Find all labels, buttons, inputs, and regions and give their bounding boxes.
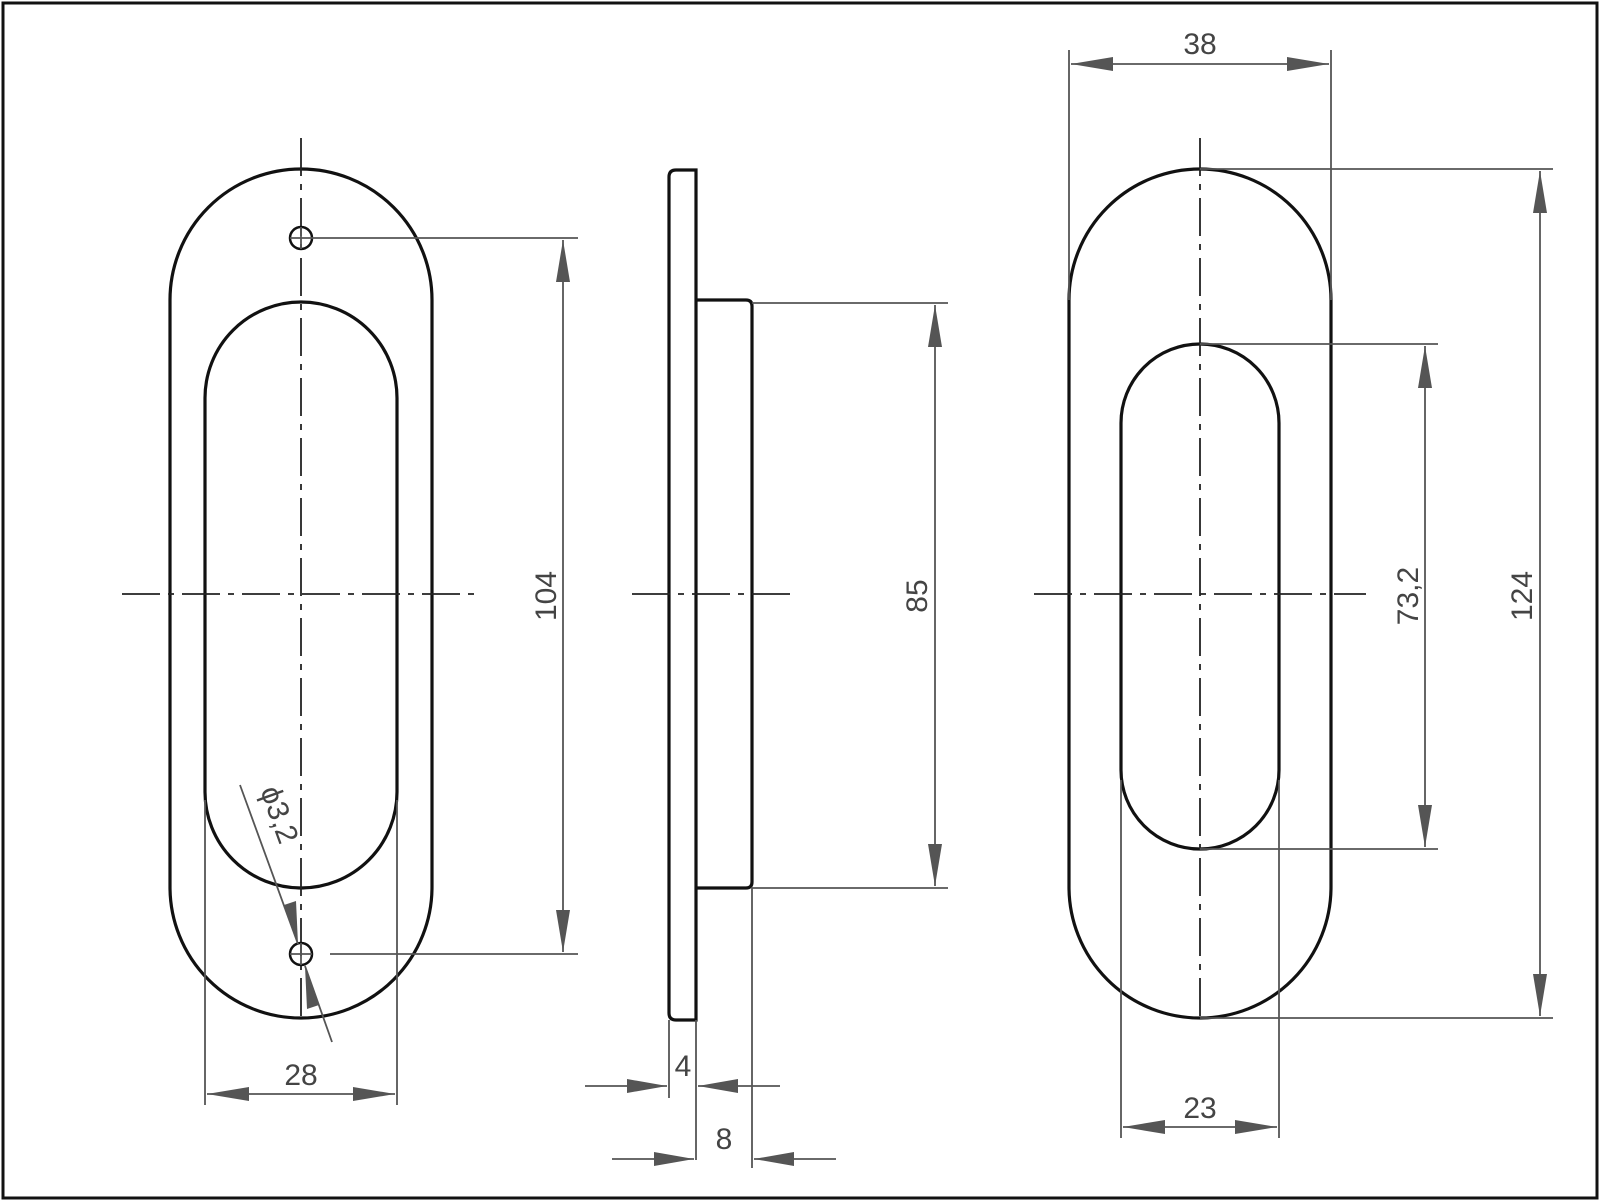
rear-view: 38 124 73,2 23	[1034, 28, 1553, 1138]
dimension-23-label: 23	[1183, 1092, 1216, 1125]
mounting-hole-bottom	[288, 941, 314, 967]
dimension-104-label: 104	[530, 571, 563, 621]
side-view: 85 4 8	[585, 168, 948, 1168]
side-plate-profile	[667, 168, 698, 1022]
dimension-104: 104	[312, 237, 578, 955]
dimension-38: 38	[1068, 28, 1332, 300]
dimension-8-label: 8	[716, 1123, 733, 1156]
front-view: 104 28 ϕ3,2	[122, 138, 578, 1105]
dimension-38-label: 38	[1183, 28, 1216, 61]
dimension-8: 8	[612, 888, 836, 1168]
dimension-124: 124	[1200, 168, 1553, 1019]
mounting-hole-top	[288, 225, 314, 251]
dimension-hole-diameter: ϕ3,2	[239, 782, 333, 1043]
dimension-4: 4	[585, 1020, 780, 1160]
dimension-85-label: 85	[901, 579, 934, 612]
rear-inner-recess	[1119, 342, 1281, 851]
dimension-4-label: 4	[675, 1050, 692, 1083]
dimension-23: 23	[1120, 780, 1280, 1138]
front-inner-recess	[203, 300, 399, 890]
dimension-73-2: 73,2	[1200, 343, 1438, 850]
dimension-124-label: 124	[1506, 571, 1539, 621]
dimension-73-2-label: 73,2	[1392, 567, 1425, 625]
dimension-28: 28	[204, 800, 398, 1105]
dimension-85: 85	[752, 302, 948, 889]
dimension-hole-diameter-label: ϕ3,2	[253, 782, 304, 848]
rear-outer-plate	[1067, 167, 1333, 1020]
dimension-28-label: 28	[284, 1059, 317, 1092]
front-outer-plate	[168, 167, 434, 1020]
